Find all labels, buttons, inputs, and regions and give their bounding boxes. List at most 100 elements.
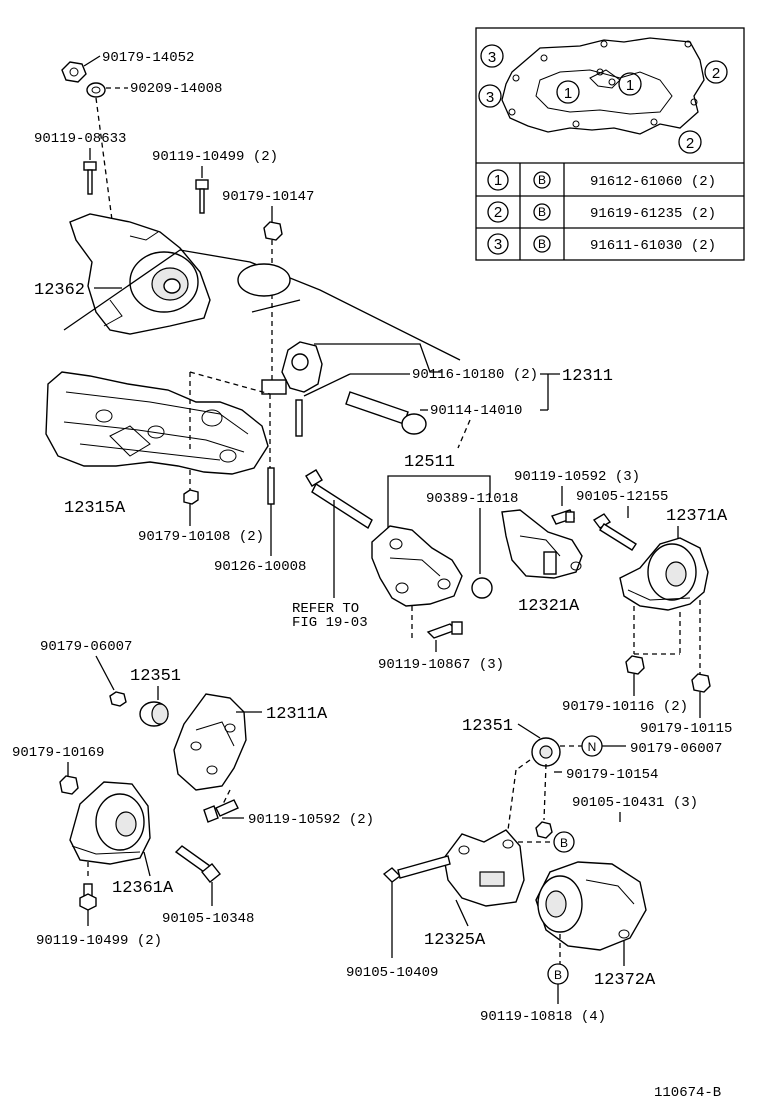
label-refer-to: REFER TO: [292, 601, 359, 617]
part-stud-90126-10008: [267, 467, 275, 505]
marker-b-upper: B: [553, 831, 575, 853]
svg-text:B: B: [538, 237, 546, 251]
figure-code: 110674-B: [654, 1085, 721, 1101]
label-90116-10180: 90116-10180 (2): [412, 367, 538, 383]
label-90119-10867: 90119-10867 (3): [378, 657, 504, 673]
label-90105-12155: 90105-12155: [576, 489, 668, 505]
part-bolt-90119-08633: [83, 161, 97, 195]
part-bolt-90105-12155: [592, 513, 637, 551]
label-12321A: 12321A: [518, 597, 580, 616]
part-bolt-90114-14010: [345, 391, 427, 435]
part-washer-90209-14008: [86, 82, 106, 98]
inset-part-3: 91611-61030 (2): [590, 238, 716, 254]
label-90119-08633: 90119-08633: [34, 131, 126, 147]
part-bolt-90105-10409: [382, 855, 451, 883]
part-nut-90179-10169: [59, 775, 79, 795]
part-bolt-90119-10499-bottom: [79, 883, 97, 911]
label-90126-10008: 90126-10008: [214, 559, 306, 575]
label-90105-10431: 90105-10431 (3): [572, 795, 698, 811]
part-nut-90179-10116: [625, 655, 645, 675]
label-90179-06007-right: 90179-06007: [630, 741, 722, 757]
label-12371A: 12371A: [666, 507, 728, 526]
label-fig-ref: FIG 19-03: [292, 615, 368, 631]
inset-border: [475, 27, 745, 261]
label-90179-10115: 90179-10115: [640, 721, 732, 737]
part-bracket-12325A: [443, 829, 525, 907]
label-90119-10592-2: 90119-10592 (2): [248, 812, 374, 828]
engine-outline: [63, 249, 461, 361]
svg-text:1: 1: [494, 172, 502, 189]
part-nut-90179-10147: [263, 221, 283, 241]
svg-text:B: B: [560, 836, 568, 850]
svg-text:1: 1: [564, 85, 572, 102]
part-engine-mount-12371A: [619, 537, 709, 611]
svg-text:3: 3: [486, 89, 494, 106]
part-bolt-90119-10592-2: [203, 799, 239, 823]
label-12351-left: 12351: [130, 667, 181, 686]
part-bracket-12311A: [173, 693, 247, 791]
label-12372A: 12372A: [594, 971, 656, 990]
svg-text:B: B: [538, 205, 546, 219]
label-90179-10147: 90179-10147: [222, 189, 314, 205]
part-nut-90179-06007-left: [109, 691, 127, 707]
ref-marker-2-lower: 2: [678, 130, 702, 154]
part-bracket-12315A: [45, 371, 269, 475]
label-90119-10499-bottom: 90119-10499 (2): [36, 933, 162, 949]
inset-part-2: 91619-61235 (2): [590, 206, 716, 222]
svg-text:N: N: [588, 740, 597, 754]
svg-text:3: 3: [494, 236, 502, 253]
label-90389-11018: 90389-11018: [426, 491, 518, 507]
ref-marker-2-upper: 2: [704, 60, 728, 84]
label-90179-14052: 90179-14052: [102, 50, 194, 66]
label-90119-10818: 90119-10818 (4): [480, 1009, 606, 1025]
label-90179-10108: 90179-10108 (2): [138, 529, 264, 545]
part-stud-90126-small: [295, 399, 303, 437]
part-bolt-90119-10867: [426, 621, 463, 639]
part-bushing-12351-left: [139, 701, 169, 727]
part-bracket-12321A: [501, 509, 583, 579]
label-12315A: 12315A: [64, 499, 126, 518]
label-90179-10169: 90179-10169: [12, 745, 104, 761]
part-nut-90179-10108: [183, 489, 199, 505]
label-12351-right: 12351: [462, 717, 513, 736]
ref-marker-3-upper: 3: [480, 44, 504, 68]
engine-cylinder-boss: [237, 263, 291, 297]
inset-row-3: 3 B 91611-61030 (2): [487, 233, 716, 255]
part-nut-90179-10115: [691, 673, 711, 693]
part-bolt-long-fig-ref: [305, 469, 373, 530]
part-engine-mount-12372A: [535, 861, 647, 951]
label-12361A: 12361A: [112, 879, 174, 898]
part-bracket-12511: [371, 525, 463, 607]
part-engine-mount-12362: [69, 213, 211, 335]
svg-text:2: 2: [686, 135, 694, 152]
part-bushing-12351-right: [531, 737, 561, 767]
label-90119-10499-top: 90119-10499 (2): [152, 149, 278, 165]
part-nut-90179-10154: [535, 821, 553, 839]
part-bolt-90105-10348: [174, 845, 221, 883]
inset-row-1: 1 B 91612-61060 (2): [487, 169, 716, 191]
label-90179-10154: 90179-10154: [566, 767, 658, 783]
part-bolt-90119-10592-3: [551, 509, 575, 525]
label-12325A: 12325A: [424, 931, 486, 950]
label-12311: 12311: [562, 367, 613, 386]
marker-b-lower: B: [547, 963, 569, 985]
label-90209-14008: 90209-14008: [130, 81, 222, 97]
label-90114-14010: 90114-14010: [430, 403, 522, 419]
svg-text:2: 2: [712, 65, 720, 82]
part-bracket-12311: [261, 341, 323, 395]
svg-text:3: 3: [488, 49, 496, 66]
inset-part-1: 91612-61060 (2): [590, 174, 716, 190]
label-90119-10592-3: 90119-10592 (3): [514, 469, 640, 485]
svg-text:2: 2: [494, 204, 502, 221]
svg-text:B: B: [554, 968, 562, 982]
ref-marker-3-lower: 3: [478, 84, 502, 108]
ref-marker-1-right: 1: [618, 72, 642, 96]
label-90179-10116: 90179-10116 (2): [562, 699, 688, 715]
label-12362: 12362: [34, 281, 85, 300]
label-90179-06007-left: 90179-06007: [40, 639, 132, 655]
part-bolt-90119-10499-top: [195, 179, 209, 214]
label-90105-10409: 90105-10409: [346, 965, 438, 981]
svg-text:B: B: [538, 173, 546, 187]
label-90105-10348: 90105-10348: [162, 911, 254, 927]
